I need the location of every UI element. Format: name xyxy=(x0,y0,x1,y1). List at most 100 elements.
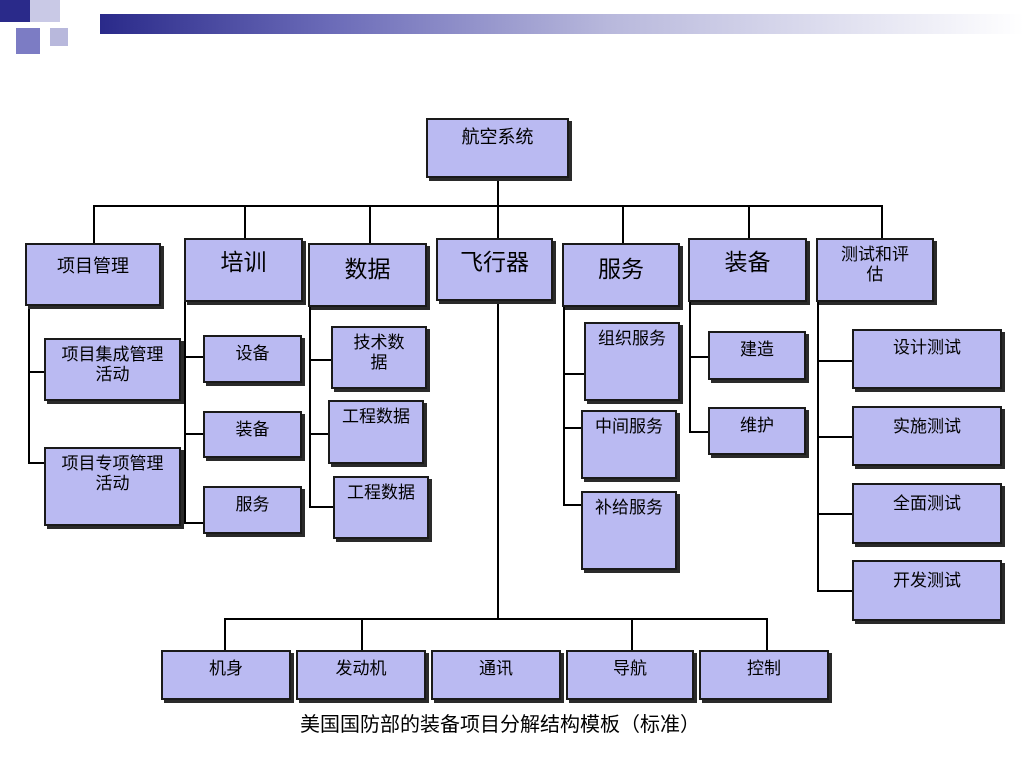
node-label: 中间服务 xyxy=(595,417,663,437)
node-airframe: 机身 xyxy=(161,650,291,700)
connector xyxy=(28,306,30,463)
node-label: 设计测试 xyxy=(893,338,961,358)
connector xyxy=(309,506,334,508)
connector xyxy=(28,462,45,464)
node-label: 航空系统 xyxy=(461,127,534,148)
node-control: 控制 xyxy=(699,650,829,700)
node-data: 数据 xyxy=(308,243,427,307)
connector xyxy=(689,431,709,433)
node-overall-test: 全面测试 xyxy=(852,483,1002,544)
connector xyxy=(224,618,226,650)
connector xyxy=(309,305,311,507)
connector xyxy=(244,205,246,238)
node-aircraft: 飞行器 xyxy=(436,238,553,301)
node-engine: 发动机 xyxy=(296,650,426,700)
connector xyxy=(817,513,853,515)
decoration-square-light xyxy=(30,0,60,22)
node-test: 测试和评估 xyxy=(816,238,934,302)
connector xyxy=(689,356,709,358)
node-training-service: 服务 xyxy=(203,486,302,534)
node-service: 服务 xyxy=(562,243,680,307)
node-label: 装备 xyxy=(724,250,771,276)
node-training-equipment: 装备 xyxy=(203,411,302,458)
connector xyxy=(184,522,204,524)
node-label: 发动机 xyxy=(335,659,387,679)
node-navigation: 导航 xyxy=(566,650,694,700)
node-development-test: 开发测试 xyxy=(852,560,1002,621)
node-label: 数据 xyxy=(344,257,391,283)
node-training: 培训 xyxy=(184,238,303,302)
decoration-square-dark xyxy=(0,0,30,22)
node-label: 项目管理 xyxy=(57,256,129,277)
connector xyxy=(817,436,853,438)
connector xyxy=(361,618,363,650)
node-label: 服务 xyxy=(235,495,270,515)
node-label: 培训 xyxy=(220,250,267,276)
connector xyxy=(369,205,371,243)
node-maintenance: 维护 xyxy=(708,407,806,455)
node-engineering-data-1: 工程数据 xyxy=(328,400,424,464)
node-label: 工程数据 xyxy=(342,407,410,427)
node-equipment: 装备 xyxy=(688,238,807,302)
connector xyxy=(497,176,499,206)
connector xyxy=(622,205,624,243)
node-intermediate-service: 中间服务 xyxy=(581,410,677,479)
node-engineering-data-2: 工程数据 xyxy=(333,476,429,539)
node-label: 导航 xyxy=(613,659,647,679)
node-supply-service: 补给服务 xyxy=(581,491,677,570)
connector xyxy=(817,590,853,592)
connector xyxy=(497,205,499,238)
node-label: 组织服务 xyxy=(598,329,666,349)
connector xyxy=(184,301,186,523)
node-label: 开发测试 xyxy=(893,571,961,591)
connector xyxy=(184,356,204,358)
node-label: 测试和评估 xyxy=(841,245,909,285)
node-label: 装备 xyxy=(235,420,270,440)
node-design-test: 设计测试 xyxy=(852,329,1002,389)
node-label: 项目专项管理活动 xyxy=(61,454,164,494)
connector xyxy=(817,360,853,362)
node-label: 全面测试 xyxy=(893,494,961,514)
node-root: 航空系统 xyxy=(426,118,569,178)
connector xyxy=(748,205,750,238)
node-organizational-service: 组织服务 xyxy=(584,322,680,401)
decoration-gradient-bar xyxy=(100,14,1024,34)
node-project-specialty: 项目专项管理活动 xyxy=(44,447,181,526)
node-label: 控制 xyxy=(747,659,781,679)
node-project-integration: 项目集成管理活动 xyxy=(44,338,181,401)
connector xyxy=(817,301,819,591)
node-implementation-test: 实施测试 xyxy=(852,406,1002,466)
connector xyxy=(689,301,691,432)
connector xyxy=(309,359,332,361)
connector xyxy=(224,618,768,620)
connector xyxy=(28,371,45,373)
connector xyxy=(881,205,883,238)
node-label: 补给服务 xyxy=(595,498,663,518)
connector xyxy=(766,618,768,650)
connector xyxy=(497,303,499,619)
node-label: 技术数据 xyxy=(353,333,405,373)
decoration-square-small xyxy=(50,28,68,46)
node-label: 实施测试 xyxy=(893,417,961,437)
connector xyxy=(309,433,329,435)
connector xyxy=(93,205,95,243)
node-label: 机身 xyxy=(209,659,243,679)
node-label: 设备 xyxy=(235,344,270,364)
node-project-mgmt: 项目管理 xyxy=(25,243,161,306)
connector xyxy=(563,373,585,375)
connector xyxy=(563,305,565,505)
decoration-square-mid xyxy=(16,28,40,54)
connector xyxy=(93,205,883,207)
node-label: 维护 xyxy=(740,416,774,436)
node-label: 项目集成管理活动 xyxy=(61,345,164,385)
node-label: 工程数据 xyxy=(347,483,415,503)
node-label: 服务 xyxy=(598,257,644,283)
connector xyxy=(563,427,581,429)
node-label: 建造 xyxy=(740,340,774,360)
diagram-caption: 美国国防部的装备项目分解结构模板（标准） xyxy=(300,712,700,736)
node-label: 飞行器 xyxy=(460,250,529,276)
node-training-facility: 设备 xyxy=(203,335,302,383)
node-communication: 通讯 xyxy=(431,650,561,700)
node-construction: 建造 xyxy=(708,331,806,380)
node-technical-data: 技术数据 xyxy=(331,326,427,389)
